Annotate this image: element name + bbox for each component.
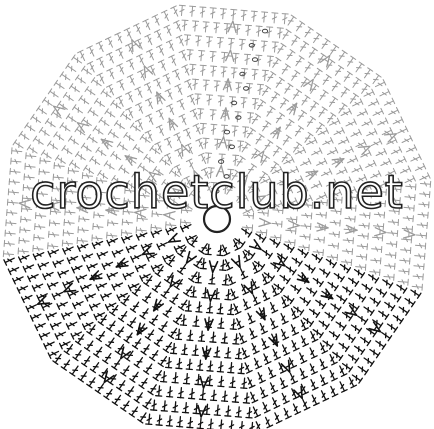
stitch-wedge [12, 54, 200, 210]
stitch-wedge [226, 14, 382, 202]
stitch-wedge [2, 147, 193, 258]
stitch-wedge [77, 5, 212, 199]
stitch-wedge [222, 239, 358, 429]
center-ring [202, 204, 232, 234]
stitch-wedge [3, 224, 197, 360]
stitch-wedge [52, 236, 208, 424]
stitch-wedge [145, 243, 255, 429]
chain-stitch-column [213, 28, 269, 194]
stitch-wedge [234, 228, 422, 384]
stitch-wedge [241, 180, 432, 291]
wedge-layer [2, 4, 432, 429]
stitch-wedge [178, 4, 289, 195]
stitch-wedge [237, 79, 431, 214]
